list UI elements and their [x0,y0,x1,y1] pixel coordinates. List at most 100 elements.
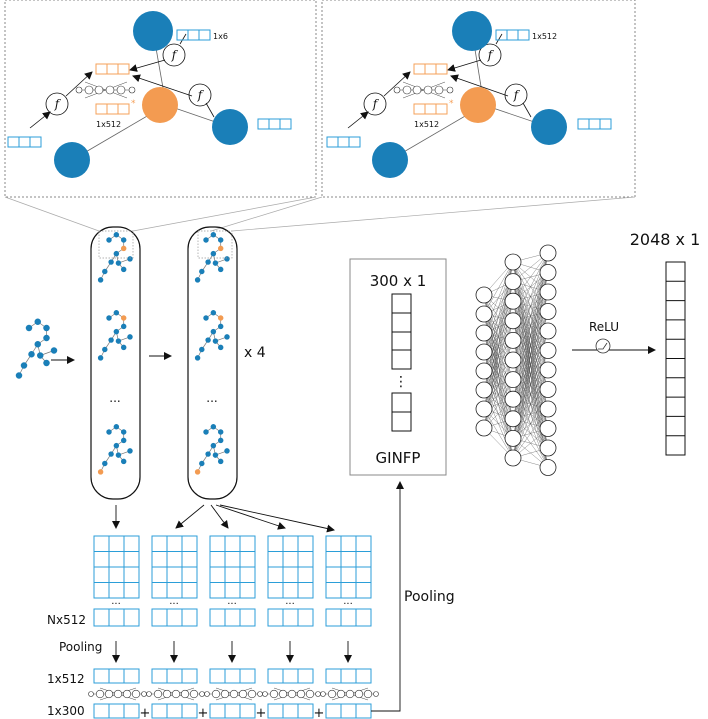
svg-text:f: f [513,88,521,102]
mlp-hidden-node [504,312,522,330]
svg-text:Nx512: Nx512 [47,613,86,627]
atom [34,318,41,325]
atom [43,324,50,332]
mlp-hidden-node [504,390,522,408]
mlp-output-node [539,283,557,301]
svg-text:f: f [372,97,380,111]
graph-column-1 [90,226,141,500]
atom [203,315,209,321]
svg-text:1x300: 1x300 [47,704,85,718]
atom [203,429,209,435]
atom [210,328,217,335]
atom [106,237,112,243]
svg-text:1x512: 1x512 [96,120,121,129]
center-atom [217,245,224,252]
svg-text:f: f [197,88,205,102]
molecule-graph [15,318,58,379]
mlp-hidden-node [504,253,522,271]
mlp-hidden-node [504,273,522,291]
molecule-graph [97,232,133,283]
atom [120,323,127,330]
relu-label: ReLU [589,320,619,334]
atom [194,277,201,283]
atom [102,460,108,467]
atom [120,344,127,351]
atom [113,442,120,449]
molecule-graph [194,310,230,361]
svg-text:...: ... [109,391,120,405]
mlp-input-node [475,286,493,304]
mlp-input-node [475,305,493,323]
mlp-output-node [539,342,557,359]
atom [199,346,205,353]
atom [120,437,127,444]
molecule-graphs [15,232,230,475]
embedding-column: ... [320,535,379,719]
mlp-hidden-node [504,371,522,389]
mlp-output-node [539,400,557,418]
atom [43,334,50,342]
svg-text:...: ... [111,596,121,607]
atom [102,268,108,275]
center-atom [120,315,127,321]
atom [113,250,120,257]
mlp-output-node [539,244,557,262]
atom [106,315,112,321]
zoom-connectors [4,196,636,232]
atom [210,442,217,449]
atom [217,237,224,243]
mlp-output-node [539,420,557,437]
center-atom [217,315,224,321]
relu-icon [595,338,611,354]
atom [127,256,133,262]
atom [120,429,127,435]
mlp-hidden-node [504,410,522,428]
atom [210,424,217,430]
atom [108,337,114,343]
atom [113,232,120,238]
atom [224,256,230,262]
atom [210,250,217,257]
atom [120,237,127,243]
ginfp-label: GINFP [376,449,421,467]
atom [199,460,205,467]
atom [108,451,114,457]
function-f-circle [162,43,186,67]
atom [34,341,41,348]
mlp-output-node [539,361,557,379]
molecule-graph [97,310,133,361]
svg-text:...: ... [285,596,295,607]
mlp-output-node [539,322,557,340]
atom [106,429,112,435]
atom [210,232,217,238]
message-passing-panel-right: f f f * 1x512 [321,0,636,198]
atom [115,338,122,344]
mlp-input-node [475,419,493,437]
mlp-hidden-node [504,292,522,310]
atom [120,458,127,465]
atom [217,266,224,273]
embedding-column: ... [146,535,205,719]
atom [25,324,33,332]
atom [217,429,224,435]
edge-feature-vector [257,118,292,130]
pooling-arrow-label: Pooling [404,589,455,605]
mlp-hidden-node [504,331,522,349]
mini-mlp-icon [88,687,147,701]
atom [113,424,120,430]
mini-mlp-icon [146,687,205,701]
atom [50,347,58,354]
mlp-output-node [539,439,557,457]
mlp-output-node [539,381,557,398]
molecule-graph [97,424,133,475]
mlp-output-node [539,264,557,281]
svg-text:*: * [449,99,454,109]
svg-text:f: f [54,97,62,111]
repeat-x4-label: x 4 [244,345,266,361]
atom [217,323,224,330]
center-atom [194,469,201,475]
atom [217,437,224,444]
atom [212,452,219,458]
svg-text:...: ... [169,596,179,607]
mini-mlp-icon [262,687,321,701]
